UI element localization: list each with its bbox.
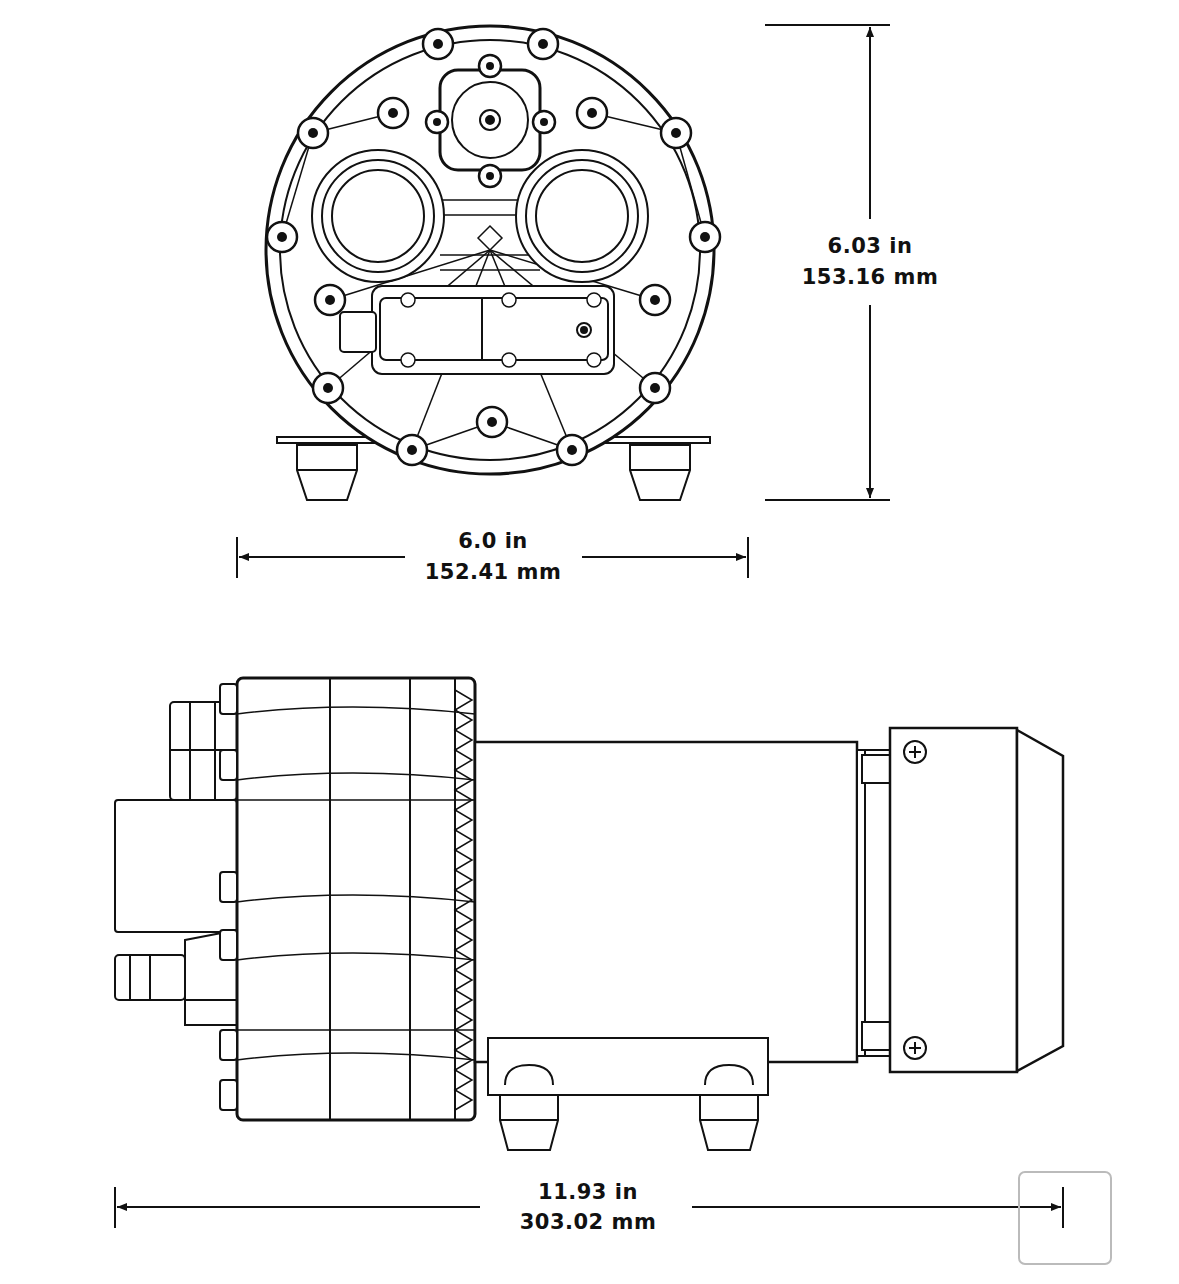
pump-head-rim: [280, 40, 700, 460]
frame-artifact: [1019, 1172, 1111, 1264]
dimension-text: 6.0 in: [454, 528, 532, 554]
motor-band: [857, 750, 890, 1056]
screw: [401, 293, 601, 367]
mount-plate: [488, 1038, 768, 1150]
center-boss: [440, 70, 540, 170]
dimension-text: 303.02 mm: [516, 1209, 661, 1235]
pump-head-side: [220, 678, 475, 1120]
side-view: [115, 678, 1063, 1150]
port: [312, 150, 648, 282]
front-view: [266, 26, 720, 500]
pump-head-outline: [266, 26, 714, 474]
dimension-text: 11.93 in: [534, 1179, 642, 1205]
dimension-lines: [237, 25, 890, 578]
switch-box: [340, 286, 614, 374]
dimension-text: 6.03 in: [824, 233, 917, 259]
bolt: [267, 29, 720, 465]
dimension-text: 152.41 mm: [421, 559, 566, 585]
bolt-hole: [277, 39, 710, 455]
end-cap: [890, 728, 1063, 1072]
top-fitting: [170, 702, 237, 800]
inlet-port: [115, 800, 237, 932]
dimension-text: 153.16 mm: [798, 264, 943, 290]
bottom-fitting: [115, 930, 237, 1025]
motor-body: [475, 742, 857, 1062]
head-ribs: [237, 690, 475, 1110]
